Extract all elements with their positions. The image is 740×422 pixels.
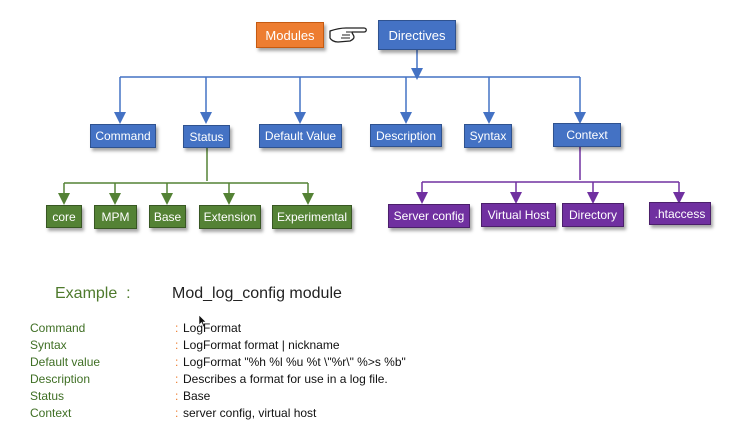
server-config-node: Server config — [388, 204, 470, 228]
mouse-cursor-icon — [198, 314, 207, 328]
mpm-node: MPM — [94, 205, 137, 229]
htaccess-node: .htaccess — [649, 202, 711, 225]
experimental-node: Experimental — [272, 205, 352, 229]
extension-node: Extension — [199, 205, 261, 229]
default-value-node: Default Value — [259, 124, 342, 148]
core-node: core — [46, 205, 82, 228]
context-node: Context — [553, 123, 621, 147]
description-node: Description — [370, 124, 442, 147]
syntax-node: Syntax — [464, 124, 512, 148]
directory-node: Directory — [562, 203, 624, 227]
status-node: Status — [183, 125, 230, 148]
base-node: Base — [149, 205, 186, 228]
pointing-hand-icon — [329, 27, 367, 43]
example-title: Mod_log_config module — [172, 285, 342, 302]
example-label: Example : — [55, 285, 131, 302]
command-node: Command — [90, 124, 156, 148]
virtual-host-node: Virtual Host — [481, 203, 556, 227]
directives-node: Directives — [378, 20, 456, 50]
modules-node: Modules — [256, 22, 324, 48]
